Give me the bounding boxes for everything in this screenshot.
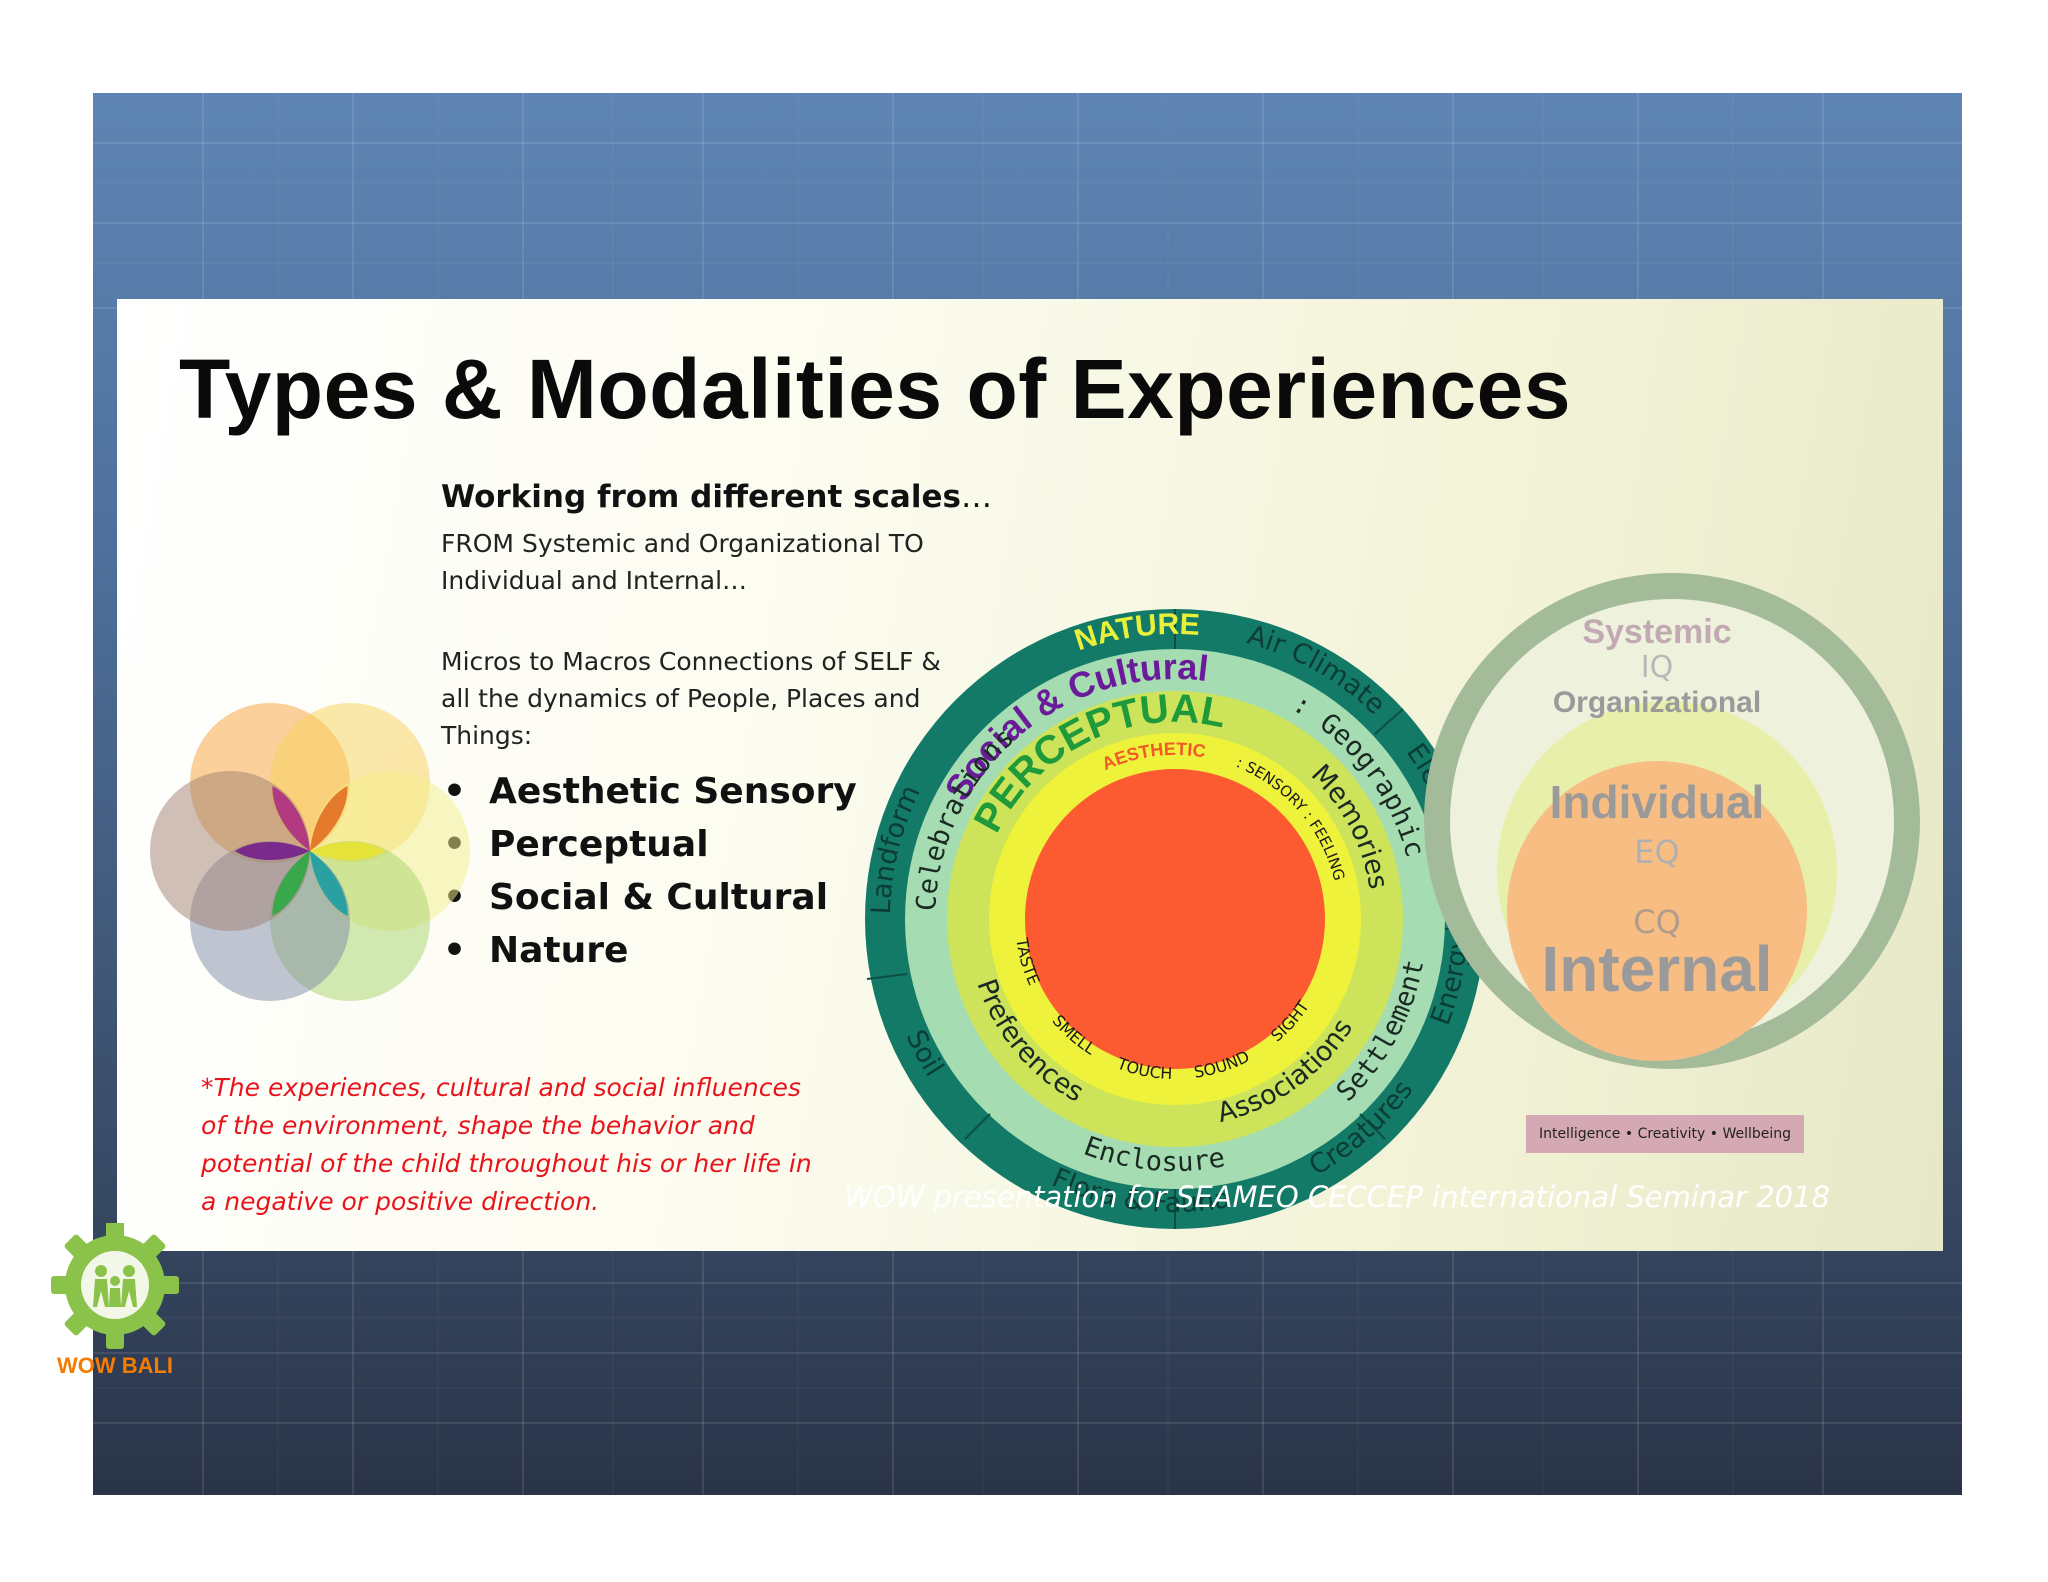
footer-caption: WOW presentation for SEAMEO CECCEP inter… (844, 1180, 1830, 1214)
list-item: •Aesthetic Sensory (441, 765, 857, 818)
note-line: a negative or positive direction. (201, 1187, 600, 1216)
caption-text: Intelligence • Creativity • Wellbeing (1538, 1126, 1792, 1142)
slide-title: Types & Modalities of Experiences (179, 342, 1572, 436)
flower-venn-icon (150, 703, 470, 1001)
note-line: of the environment, shape the behavior a… (201, 1111, 755, 1140)
list-item: • Nature (441, 924, 857, 977)
scales-heading-text: Working from different scales (441, 479, 961, 515)
flower-petals (235, 786, 385, 916)
list-item: •Perceptual (441, 818, 857, 871)
scales-heading-dots: … (960, 479, 992, 515)
internal-label: Internal (1541, 933, 1772, 1005)
logo-text: WOW BALI (57, 1353, 173, 1378)
venn-circle-brown (150, 771, 310, 931)
scales-heading: Working from different scales… (441, 479, 992, 515)
scales-line-2: Individual and Internal… (441, 566, 748, 595)
eq-label: EQ (1634, 833, 1679, 871)
individual-label: Individual (1550, 776, 1765, 828)
bullet-text: Social & Cultural (489, 877, 829, 918)
micros-line-1: Micros to Macros Connections of SELF & (441, 647, 941, 676)
people-icon (93, 1265, 137, 1307)
note-line: potential of the child throughout his or… (201, 1149, 812, 1178)
bullet-icon: • (443, 930, 467, 971)
scales-circles-diagram: Systemic IQ Organizational Individual EQ… (1424, 573, 1920, 1069)
gear-icon (51, 1223, 179, 1349)
iq-label: IQ (1641, 650, 1673, 685)
cq-label: CQ (1633, 903, 1681, 941)
organizational-label: Organizational (1553, 686, 1761, 719)
bullet-text: Nature (489, 930, 629, 971)
experience-rings-diagram: NATURE Air Climate Elementals Landform S… (865, 608, 1485, 1229)
micros-line-2: all the dynamics of People, Places and (441, 684, 921, 713)
slide-content: Types & Modalities of Experiences Workin… (117, 299, 1943, 1251)
scales-line-1: FROM Systemic and Organizational TO (441, 529, 924, 558)
systemic-label: Systemic (1582, 613, 1731, 651)
caption-badge: Intelligence • Creativity • Wellbeing (1526, 1115, 1804, 1153)
list-item: •Social & Cultural (441, 871, 857, 924)
modality-list: •Aesthetic Sensory •Perceptual •Social &… (441, 765, 857, 977)
internal-circle (1507, 761, 1807, 1061)
wow-bali-logo: WOW BALI (51, 1223, 179, 1378)
bullet-text: Aesthetic Sensory (489, 771, 857, 812)
sensory-core (1025, 769, 1325, 1069)
micros-line-3: Things: (441, 721, 533, 750)
bullet-text: Perceptual (489, 824, 709, 865)
influence-note: *The experiences, cultural and social in… (201, 1069, 812, 1221)
note-line: *The experiences, cultural and social in… (201, 1073, 801, 1102)
